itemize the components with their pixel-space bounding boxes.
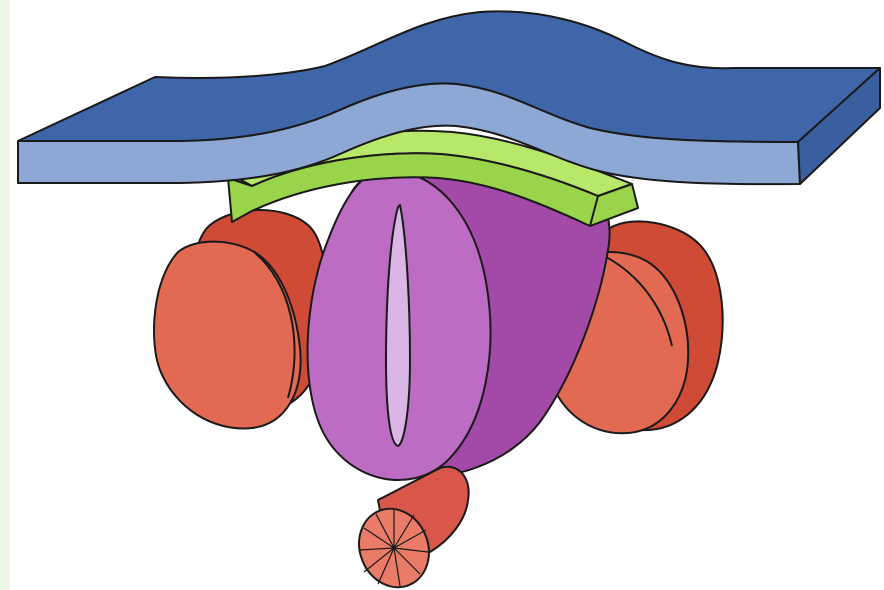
left-red-lobe xyxy=(154,210,327,428)
bottom-cylinder xyxy=(347,467,468,590)
